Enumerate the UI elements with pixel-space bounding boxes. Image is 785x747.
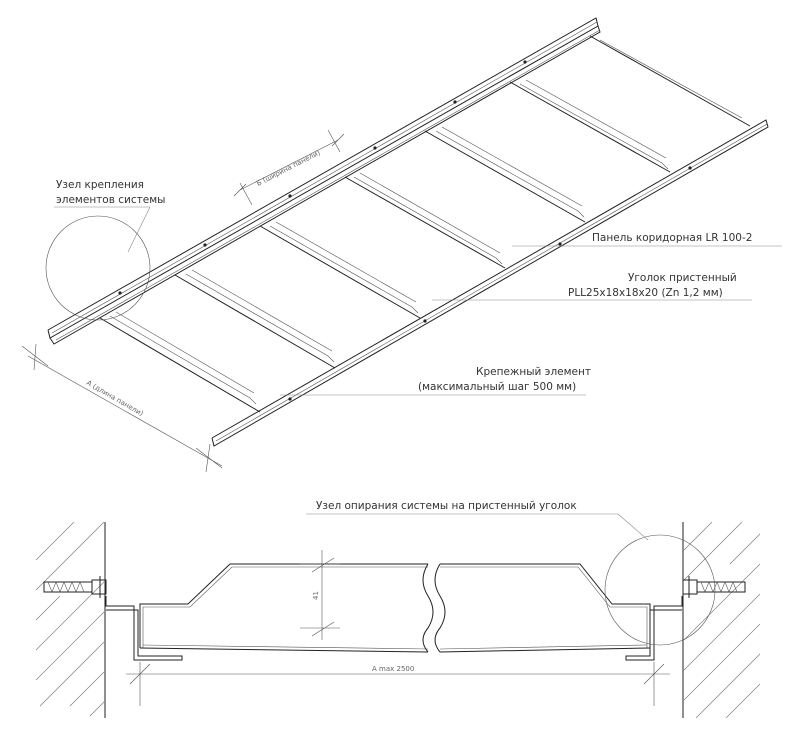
right-wall-angle-profile	[625, 596, 683, 661]
height-label: 41	[312, 591, 320, 600]
callout-wall-angle: Уголок пристенный PLL25x18x18x20 (Zn 1,2…	[432, 272, 752, 301]
panel-section-right	[434, 563, 651, 653]
panel-width-dimension: Б (ширина панели)	[233, 129, 345, 206]
panel-section-left	[139, 563, 434, 653]
top-wall-angle	[47, 17, 601, 345]
callout-fastener: Крепежный элемент (максимальный шаг 500 …	[280, 366, 591, 396]
callout-support-node: Узел опирания системы на пристенный угол…	[306, 500, 649, 541]
right-anchor	[682, 576, 746, 598]
support-node-circle	[604, 534, 716, 646]
fastener-label-2: (максимальный шаг 500 мм)	[418, 381, 576, 393]
fixing-node-label-2: элементов системы	[56, 194, 165, 206]
left-wall-angle-profile	[105, 596, 183, 661]
span-dimension: A max 2500	[126, 662, 670, 706]
panel-length-dimension: А (длина панели)	[21, 343, 223, 473]
corridor-panels	[99, 35, 751, 413]
left-anchor	[43, 576, 107, 598]
fixing-node-circle	[45, 215, 151, 321]
isometric-view: Б (ширина панели) А (длина панели) Узел …	[21, 17, 782, 473]
span-label: A max 2500	[372, 665, 414, 673]
section-view: 41 A max 2500 Узел опирания системы на п…	[35, 500, 761, 719]
fastener-label-1: Крепежный элемент	[476, 366, 591, 378]
wall-angle-label-2: PLL25x18x18x20 (Zn 1,2 мм)	[568, 287, 723, 299]
panel-length-label: А (длина панели)	[85, 379, 145, 418]
panel-ribs	[109, 39, 743, 405]
left-wall	[35, 521, 106, 718]
bottom-wall-angle	[211, 119, 769, 447]
fastener-dots	[118, 60, 692, 401]
wall-angle-label-1: Уголок пристенный	[628, 272, 737, 284]
panel-width-label: Б (ширина панели)	[255, 149, 322, 188]
callout-panel: Панель коридорная LR 100-2	[512, 232, 782, 247]
fixing-node-label-1: Узел крепления	[56, 179, 144, 191]
support-node-label: Узел опирания системы на пристенный угол…	[316, 500, 577, 512]
panel-label: Панель коридорная LR 100-2	[592, 232, 752, 244]
callout-fixing-node: Узел крепления элементов системы	[54, 179, 165, 253]
right-wall	[682, 521, 761, 719]
height-dimension: 41	[300, 550, 340, 640]
